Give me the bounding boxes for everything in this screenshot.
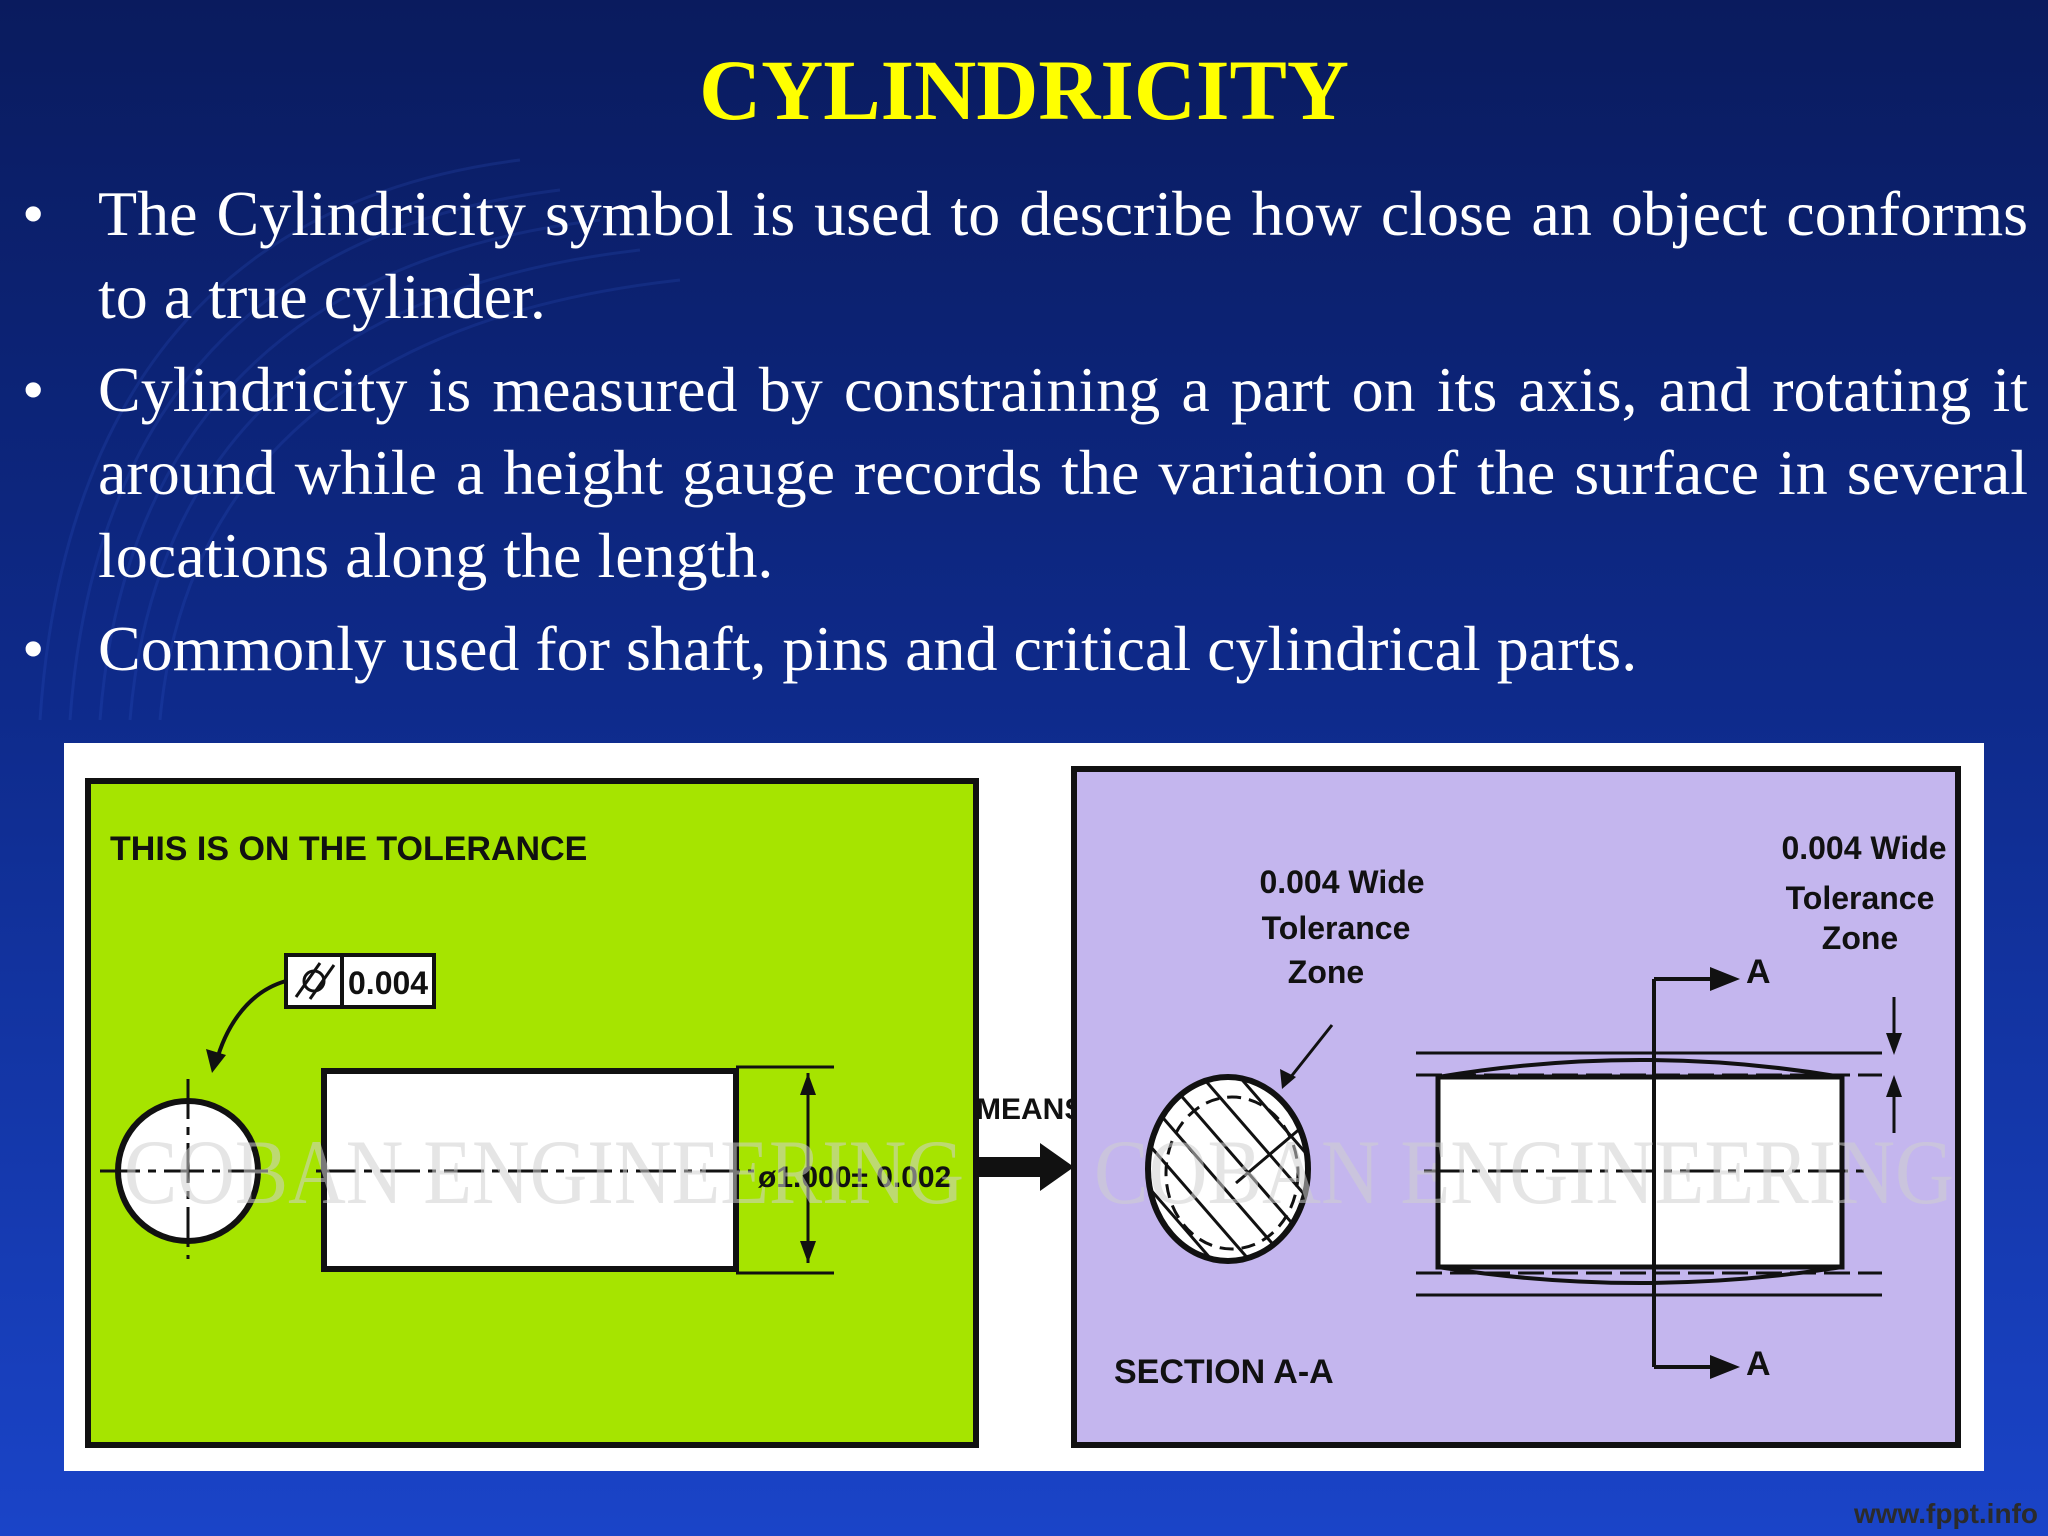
zone-label-right-line: Tolerance [1786, 880, 1935, 916]
zone-label-right: 0.004 Wide Tolerance Zone [1781, 830, 1946, 956]
zone-label-right-line: Zone [1822, 920, 1898, 956]
bullet-text: The Cylindricity symbol is used to descr… [98, 178, 2028, 332]
left-panel: THIS IS ON THE TOLERANCE 0.004 [85, 778, 979, 1448]
leader-arrowhead [206, 1049, 226, 1073]
zone-label-right-line: 0.004 Wide [1781, 830, 1946, 866]
cylindricity-symbol-icon [294, 962, 336, 1000]
feature-control-frame: 0.004 [284, 953, 436, 1009]
bullet-text: Commonly used for shaft, pins and critic… [98, 613, 1638, 684]
watermark-left: COBAN ENGINEERING [124, 1121, 964, 1223]
bullet-marker: • [22, 354, 45, 425]
bullet-list: • The Cylindricity symbol is used to des… [22, 172, 2028, 700]
cutting-plane [1652, 967, 1740, 1379]
watermark-right: COBAN ENGINEERING [1094, 1121, 1954, 1223]
section-marker-bottom: A [1746, 1345, 1771, 1383]
bullet-text: Cylindricity is measured by constraining… [98, 354, 2028, 591]
zone-label-left: 0.004 Wide Tolerance Zone [1259, 864, 1424, 990]
right-panel: 0.004 Wide Tolerance Zone [1071, 766, 1961, 1448]
bullet-marker: • [22, 178, 45, 249]
diameter-dimension: ø1.000± 0.002 [758, 1161, 951, 1194]
section-cylinder [1416, 997, 1902, 1297]
section-marker-top: A [1746, 953, 1771, 991]
zone-label-left-line: 0.004 Wide [1259, 864, 1424, 900]
cylinder-side-view [316, 1065, 834, 1275]
zone-leader-line [1284, 1024, 1334, 1084]
background-swirl-decoration [38, 158, 681, 721]
slide-title: CYLINDRICITY [699, 42, 1349, 138]
left-panel-caption: THIS IS ON THE TOLERANCE [110, 830, 587, 868]
zone-label-left-line: Zone [1288, 954, 1364, 990]
cylindricity-diagram: THIS IS ON THE TOLERANCE 0.004 [64, 743, 1984, 1471]
section-label: SECTION A-A [1114, 1353, 1334, 1391]
bullet-item: • Cylindricity is measured by constraini… [22, 348, 2028, 597]
end-view-circle [100, 1079, 276, 1259]
tolerance-value: 0.004 [348, 965, 428, 1001]
bullet-item: • Commonly used for shaft, pins and crit… [22, 607, 2028, 690]
diagram-svg: THIS IS ON THE TOLERANCE 0.004 [85, 766, 1961, 1448]
footer-url: www.fppt.info [1853, 1498, 2038, 1529]
bullet-item: • The Cylindricity symbol is used to des… [22, 172, 2028, 338]
bullet-marker: • [22, 613, 45, 684]
means-connector: MEANS [976, 1093, 1084, 1191]
means-label: MEANS [976, 1093, 1084, 1126]
zone-label-left-line: Tolerance [1262, 910, 1411, 946]
